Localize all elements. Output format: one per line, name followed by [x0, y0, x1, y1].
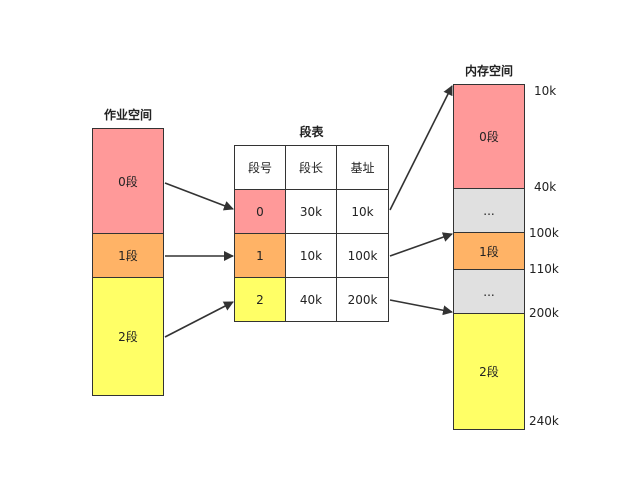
memory-block-gap-1: ...: [453, 188, 525, 233]
job-space-title: 作业空间: [103, 108, 152, 122]
memory-block-segment-1: 1段: [453, 232, 525, 270]
job-segment-2-label: 2段: [118, 330, 138, 344]
segment-table-title: 段表: [299, 125, 324, 139]
job-segment-2: 2段: [92, 277, 164, 396]
address-label: 40k: [534, 180, 557, 194]
segment-table: 段号 段长 基址 0 30k 10k 1 10k 100k 2 40k 200k: [234, 145, 389, 322]
arrow-table0-to-mem0: [389, 85, 453, 211]
memory-block-segment-0-label: 0段: [479, 130, 499, 144]
address-label: 10k: [534, 84, 557, 98]
row-2-base: 200k: [336, 277, 389, 322]
row-2-id: 2: [234, 277, 286, 322]
arrow-job0-to-table0: [164, 182, 234, 211]
job-segment-0-label: 0段: [118, 174, 138, 189]
arrow-job2-to-table2: [164, 301, 234, 338]
address-label: 100k: [529, 226, 559, 240]
address-label: 240k: [529, 414, 559, 428]
address-label: 110k: [529, 262, 559, 276]
memory-block-gap-1-label: ...: [483, 203, 495, 218]
arrow-table2-to-mem2: [389, 299, 453, 316]
job-segment-1-label: 1段: [118, 249, 138, 263]
memory-block-segment-2: 2段: [453, 313, 525, 430]
job-segment-1: 1段: [92, 233, 164, 278]
memory-block-gap-2-label: ...: [483, 284, 495, 299]
memory-block-segment-0: 0段: [453, 84, 525, 189]
arrow-table1-to-mem1: [389, 232, 453, 257]
memory-block-segment-2-label: 2段: [479, 365, 499, 379]
memory-space-title: 内存空间: [464, 64, 513, 78]
memory-block-segment-1-label: 1段: [479, 244, 499, 259]
memory-block-gap-2: ...: [453, 269, 525, 314]
row-0-id: 0: [234, 189, 286, 234]
address-label: 200k: [529, 306, 559, 320]
job-segment-0: 0段: [92, 128, 164, 234]
